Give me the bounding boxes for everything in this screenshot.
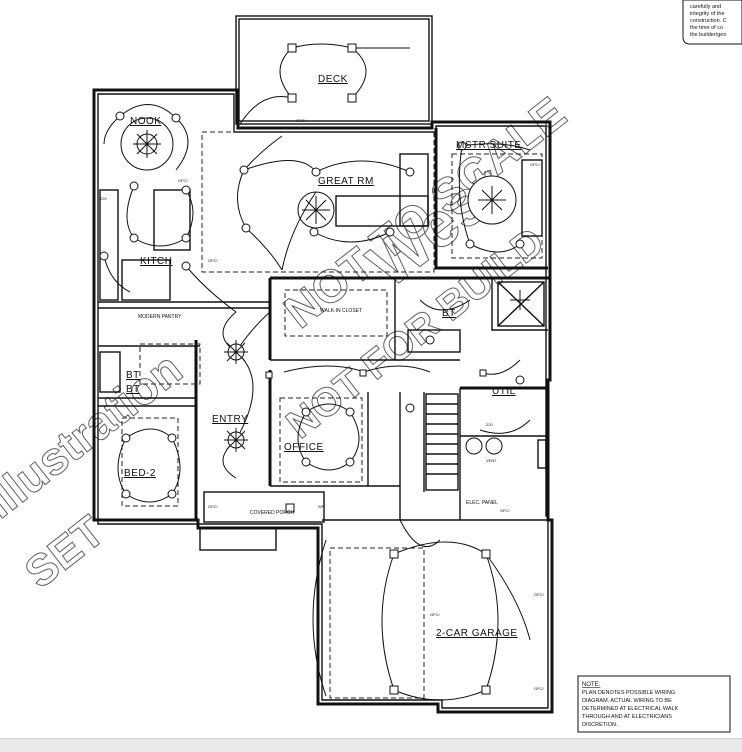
gfci-label-kitch-1: GFCI	[178, 178, 188, 183]
room-label-bt-lower-left: BT	[126, 384, 140, 395]
range-label: 220	[100, 196, 107, 201]
room-label-elec-panel: ELEC. PANEL	[466, 500, 498, 506]
viewer-bottom-bar	[0, 738, 742, 752]
gfci-label-kitch-2: GFCI	[208, 258, 218, 263]
stairs	[425, 393, 459, 491]
vent-label: VENT	[486, 458, 497, 463]
note-line-1: PLAN DENOTES POSSIBLE WIRING	[582, 690, 675, 696]
room-label-great-rm: GREAT RM	[318, 176, 374, 187]
disclaimer-line-2: integrity of the	[690, 11, 725, 17]
watermarks: NOT TO SCALE West NOT FOR BUILD SET Illu…	[0, 86, 576, 598]
ceiling-fans	[133, 130, 530, 452]
note-line-4: THROUGH AND AT ELECTRICIANS	[582, 714, 672, 720]
interior-walls: WALK-IN CLOSET	[98, 128, 550, 521]
room-label-util: UTIL	[492, 386, 516, 397]
deck-area: DECK	[235, 15, 433, 125]
disclaimer-line-1: carefully and	[690, 4, 721, 10]
room-label-bt-upper: BT	[442, 308, 456, 319]
watermark-illustration: Illustration	[0, 342, 191, 528]
gfci-label-deck: GFCI	[296, 118, 306, 123]
gfci-label-garage-1: GFCI	[500, 508, 510, 513]
ceiling-dashed-zones	[121, 131, 543, 699]
room-label-mstr-suite: MSTR SUITE	[456, 140, 522, 151]
gfci-label-garage-4: GFCI	[430, 612, 440, 617]
light-fixtures	[99, 43, 525, 695]
room-label-bt-left: BT	[126, 370, 140, 381]
disclaimer-line-3: construction. C	[690, 18, 727, 24]
wp-label: WP	[318, 504, 325, 509]
note-heading: NOTE:	[582, 682, 601, 688]
room-label-entry: ENTRY	[212, 414, 248, 425]
room-label-bed-2: BED-2	[124, 468, 156, 479]
fixture-labels: GFCI GFCI GFCI GFCI 220 220 VENT GFCI GF…	[100, 118, 544, 691]
room-label-deck: DECK	[318, 74, 348, 85]
gfci-label-porch: GFCI	[208, 504, 218, 509]
gfci-label-garage-2: GFCI	[534, 592, 544, 597]
room-label-nook: NOOK	[130, 116, 161, 127]
room-labels: NOOK GREAT RM MSTR SUITE KITCH MODERN PA…	[124, 116, 522, 639]
dryer-label: 220	[486, 422, 493, 427]
room-label-kitch: KITCH	[140, 256, 173, 267]
room-label-office: OFFICE	[284, 442, 324, 453]
disclaimer-line-4: the time of co	[690, 25, 723, 31]
room-label-modern-pantry: MODERN PANTRY	[138, 314, 182, 320]
room-label-walk-in-closet: WALK-IN CLOSET	[320, 308, 362, 314]
room-label-2-car-garage: 2-CAR GARAGE	[436, 628, 518, 639]
note-line-3: DETERMINED AT ELECTRICAL WALK	[582, 706, 679, 712]
note-line-5: DISCRETION.	[582, 722, 618, 728]
note-box: NOTE: PLAN DENOTES POSSIBLE WIRING DIAGR…	[577, 675, 731, 733]
note-line-2: DIAGRAM, ACTUAL WIRING TO BE	[582, 698, 672, 704]
disclaimer-line-5: the builder/gen	[690, 32, 726, 38]
gfci-label-garage-3: GFCI	[534, 686, 544, 691]
disclaimer-box: carefully and integrity of the construct…	[682, 0, 742, 45]
room-label-covered-porch: COVERED PORCH	[250, 510, 295, 516]
gfci-label-mstr: GFCI	[530, 162, 540, 167]
